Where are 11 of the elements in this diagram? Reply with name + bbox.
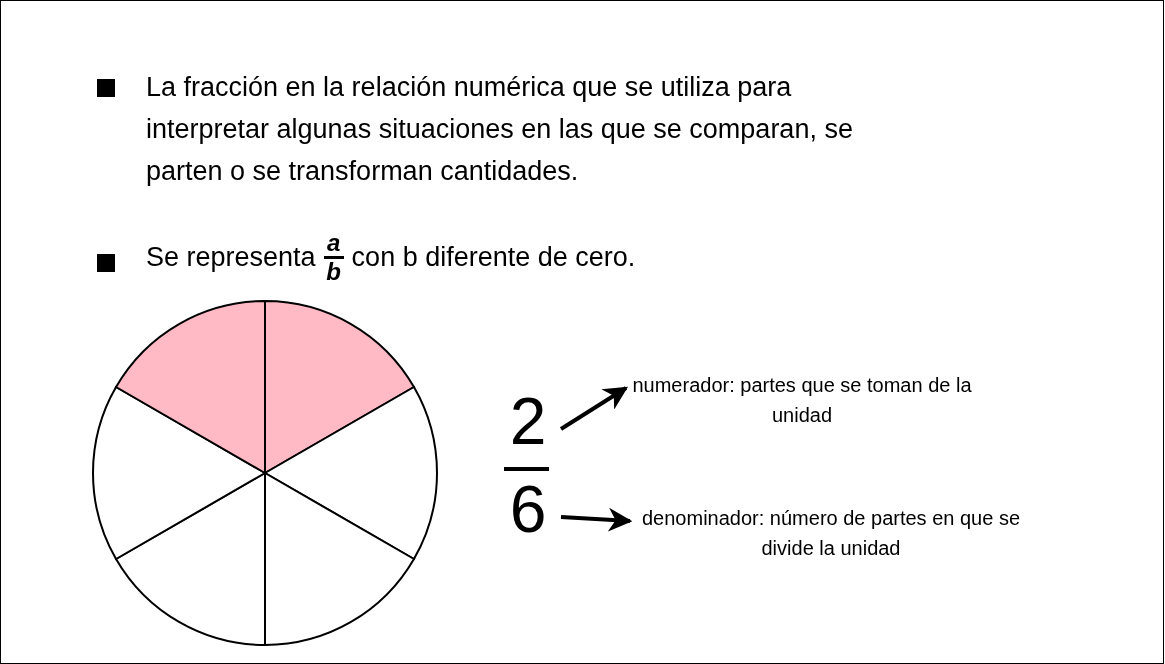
- fraction-digit: 2: [503, 386, 553, 456]
- sentence-text: Se representa: [146, 241, 316, 275]
- arrow: [560, 507, 633, 532]
- sentence-text: con b diferente de cero.: [351, 241, 636, 275]
- annotation-text: numerador: partes que se toman de la unidad: [632, 370, 972, 430]
- fraction-digit: 6: [503, 474, 553, 544]
- paragraph: La fracción en la relación numérica que se utiliza para interpretar algunas situaciones en las que se comparan, se parten o se transforman cantidades.: [146, 71, 854, 188]
- arrow: [559, 386, 629, 431]
- annotation-text: denominador: número de partes en que se divide la unidad: [636, 503, 1026, 563]
- fraction-denominator: b: [326, 261, 341, 283]
- fraction-numerator: a: [326, 232, 341, 254]
